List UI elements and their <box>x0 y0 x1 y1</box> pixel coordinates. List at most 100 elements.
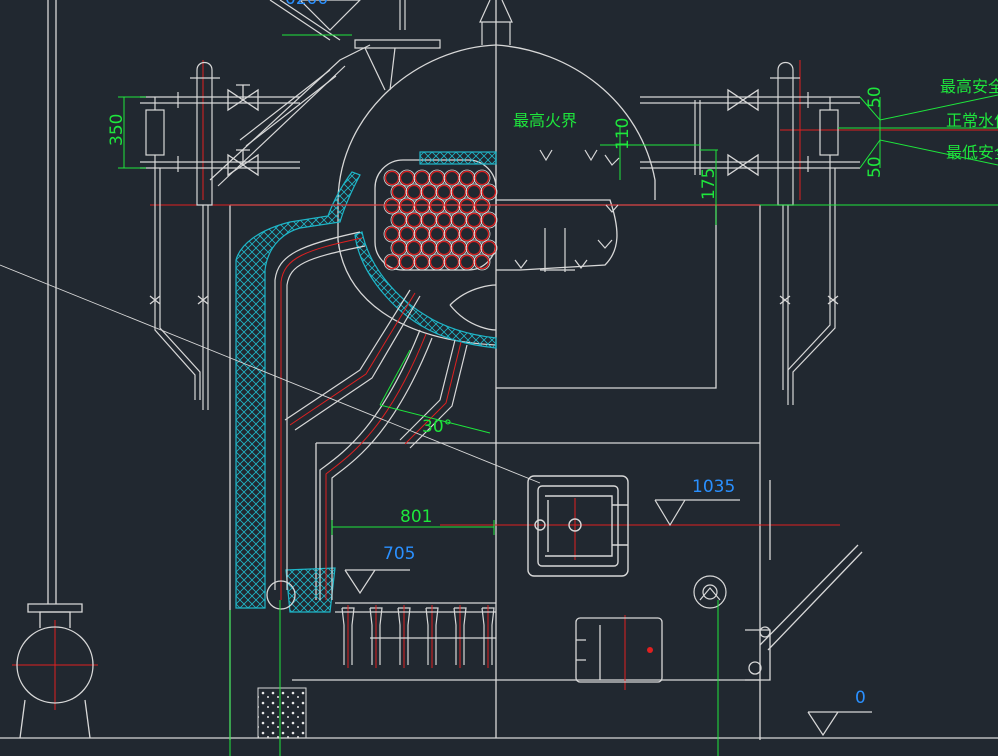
fire-tube-outer <box>435 211 453 229</box>
feed-pump <box>16 0 94 739</box>
fire-tube-outer <box>428 253 446 271</box>
fire-tube-outer <box>405 239 423 257</box>
fire-tube <box>384 198 400 214</box>
grate-tuyeres <box>335 602 496 668</box>
fire-tube-outer <box>473 197 491 215</box>
fire-tube-outer <box>443 169 461 187</box>
door-elevation: 1035 <box>692 477 735 497</box>
fire-tube <box>406 184 422 200</box>
fire-tube <box>391 184 407 200</box>
fire-tube <box>459 254 475 270</box>
fire-tube-outer <box>443 197 461 215</box>
fire-tube-outer <box>398 197 416 215</box>
left-gauge-valves <box>149 84 259 305</box>
fire-tube-outer <box>450 239 468 257</box>
downcomer-tubes <box>274 231 468 600</box>
fire-tube <box>466 212 482 228</box>
fire-tube <box>481 212 497 228</box>
fire-tube-outer <box>450 183 468 201</box>
fire-tube <box>436 240 452 256</box>
fire-tube <box>444 170 460 186</box>
fire-tube-outer <box>398 225 416 243</box>
drum-nozzles <box>514 149 620 272</box>
fire-tube-outer <box>420 211 438 229</box>
fire-tube-outer <box>458 253 476 271</box>
max-fire-boundary-label: 最高火界 <box>513 111 577 130</box>
fire-tube-outer <box>465 183 483 201</box>
slag-lever <box>745 480 863 681</box>
lower-offset-dim: 50 <box>865 156 885 178</box>
fire-tube-outer <box>383 169 401 187</box>
fire-tube-outer <box>480 239 498 257</box>
fire-tube <box>451 212 467 228</box>
fire-tube <box>444 226 460 242</box>
truncated-top-label: 0200 <box>285 0 328 9</box>
right-water-gauge <box>640 61 860 405</box>
fire-tube <box>414 226 430 242</box>
fire-tube <box>459 226 475 242</box>
center-lines <box>12 60 998 710</box>
fire-tube <box>384 170 400 186</box>
fire-tube-outer <box>428 197 446 215</box>
normal-water-level-label: 正常水位 <box>946 111 998 130</box>
fire-tube-outer <box>413 253 431 271</box>
fire-tube <box>414 170 430 186</box>
tube-centerlines <box>280 237 462 600</box>
fire-tube <box>406 212 422 228</box>
ground-elevation: 0 <box>855 688 866 708</box>
fire-tube <box>399 226 415 242</box>
fire-tube <box>421 240 437 256</box>
fire-gap-dim: 110 <box>613 118 633 150</box>
fire-tube-outer <box>398 253 416 271</box>
fire-tube-outer <box>450 211 468 229</box>
min-safe-level-label: 最低安全 <box>946 143 998 162</box>
angle-dim: 30° <box>422 417 452 437</box>
grate-bars <box>335 602 496 639</box>
fire-tube <box>429 254 445 270</box>
refractory-lining <box>235 151 497 613</box>
elevation-marks <box>344 499 872 737</box>
fire-tube-outer <box>473 169 491 187</box>
fire-tube-outer <box>465 211 483 229</box>
fire-tube <box>444 254 460 270</box>
fire-tube <box>466 240 482 256</box>
fire-tube-outer <box>480 211 498 229</box>
fire-tube <box>474 198 490 214</box>
fire-tube <box>391 240 407 256</box>
fire-tube-outer <box>405 211 423 229</box>
fire-tube <box>474 170 490 186</box>
fire-tube-outer <box>390 211 408 229</box>
fire-tube <box>429 226 445 242</box>
fire-tube-outer <box>413 225 431 243</box>
dimension-lines <box>118 34 998 756</box>
fire-tube-outer <box>458 169 476 187</box>
boiler-outline <box>0 0 998 740</box>
fire-tube-outer <box>413 197 431 215</box>
fire-tube <box>429 170 445 186</box>
sight-port <box>693 575 727 609</box>
right-gauge-valves <box>727 88 839 305</box>
fire-tube <box>384 226 400 242</box>
fire-tube <box>444 198 460 214</box>
fire-tube <box>414 254 430 270</box>
fire-door <box>527 475 629 577</box>
fire-tube <box>414 198 430 214</box>
upper-offset-dim: 50 <box>865 86 885 108</box>
fire-tube-outer <box>428 225 446 243</box>
fire-tube-outer <box>435 239 453 257</box>
fire-tube-outer <box>413 169 431 187</box>
fire-tube <box>474 226 490 242</box>
fire-tube <box>474 254 490 270</box>
fire-tube-outer <box>420 239 438 257</box>
fire-tube <box>384 254 400 270</box>
fire-tube-outer <box>420 183 438 201</box>
fire-tube <box>421 184 437 200</box>
leader-line <box>0 264 541 484</box>
fire-tube-outer <box>473 253 491 271</box>
fire-tube <box>451 184 467 200</box>
fire-tube <box>429 198 445 214</box>
fire-tube-outer <box>383 225 401 243</box>
fire-tube-outer <box>435 183 453 201</box>
fire-tube-outer <box>390 183 408 201</box>
